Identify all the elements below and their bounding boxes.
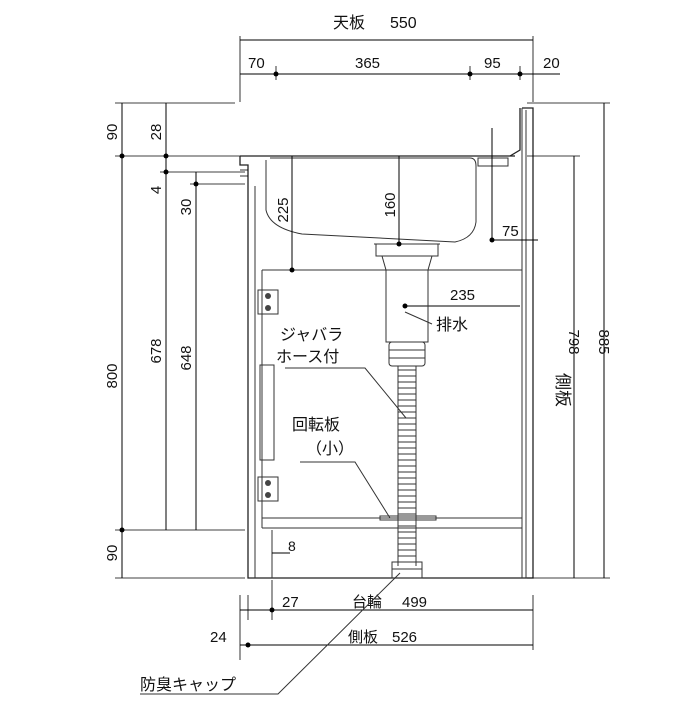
sink-bowl xyxy=(240,108,521,257)
dim-90-bottom: 90 xyxy=(104,545,121,562)
leader-labels: ジャバラ ホース付 排水 回転板 （小） 防臭キャップ xyxy=(140,311,468,695)
tenban-label: 天板 xyxy=(333,14,365,32)
dairin-value: 499 xyxy=(402,594,427,611)
jabara-label-line2: ホース付 xyxy=(276,348,339,366)
dim-30: 30 xyxy=(178,199,195,216)
dim-8: 8 xyxy=(288,538,296,554)
hinge-lower-icon xyxy=(257,476,279,502)
dim-28: 28 xyxy=(148,124,165,141)
kaitenban-label: 回転板 xyxy=(292,416,340,434)
jabara-label-line1: ジャバラ xyxy=(280,327,343,344)
dim-24: 24 xyxy=(210,629,227,646)
dim-90-top: 90 xyxy=(104,124,121,141)
drain-assembly xyxy=(379,255,437,579)
inner-dimensions: 225 160 75 235 8 xyxy=(272,128,538,554)
hinge-upper-icon xyxy=(257,289,279,315)
dim-4: 4 xyxy=(148,186,165,194)
top-dimensions: 天板 550 70 365 95 20 xyxy=(239,14,560,102)
dim-885: 885 xyxy=(595,329,612,354)
tenban-value: 550 xyxy=(390,15,417,32)
dim-648: 648 xyxy=(178,345,195,370)
kaitenban-sub-label: （小） xyxy=(306,440,354,458)
dairin-label: 台輪 xyxy=(352,594,382,611)
dim-160: 160 xyxy=(382,192,399,217)
dim-27: 27 xyxy=(282,594,299,611)
dim-235: 235 xyxy=(450,287,475,304)
left-dimensions: 90 28 4 30 800 678 648 90 xyxy=(104,102,245,579)
sokuban-side-label: 側板 xyxy=(553,373,572,407)
dim-800: 800 xyxy=(104,363,121,388)
dim-365: 365 xyxy=(355,55,380,72)
dim-20: 20 xyxy=(543,55,560,72)
dim-678: 678 xyxy=(148,338,165,363)
right-dimensions: 798 885 側板 xyxy=(527,102,612,579)
dim-95: 95 xyxy=(484,55,501,72)
sokuban-bottom-label: 側板 xyxy=(348,628,378,646)
dim-70: 70 xyxy=(248,55,265,72)
dim-798: 798 xyxy=(565,329,582,354)
dim-225: 225 xyxy=(275,197,292,222)
dim-75: 75 xyxy=(502,223,519,240)
cabinet-body xyxy=(239,107,534,579)
haisui-label: 排水 xyxy=(436,316,468,334)
boshu-cap-label: 防臭キャップ xyxy=(140,676,236,694)
bottom-dimensions: 27 台輪 499 24 側板 526 xyxy=(210,580,534,660)
sokuban-bottom-value: 526 xyxy=(392,629,417,646)
